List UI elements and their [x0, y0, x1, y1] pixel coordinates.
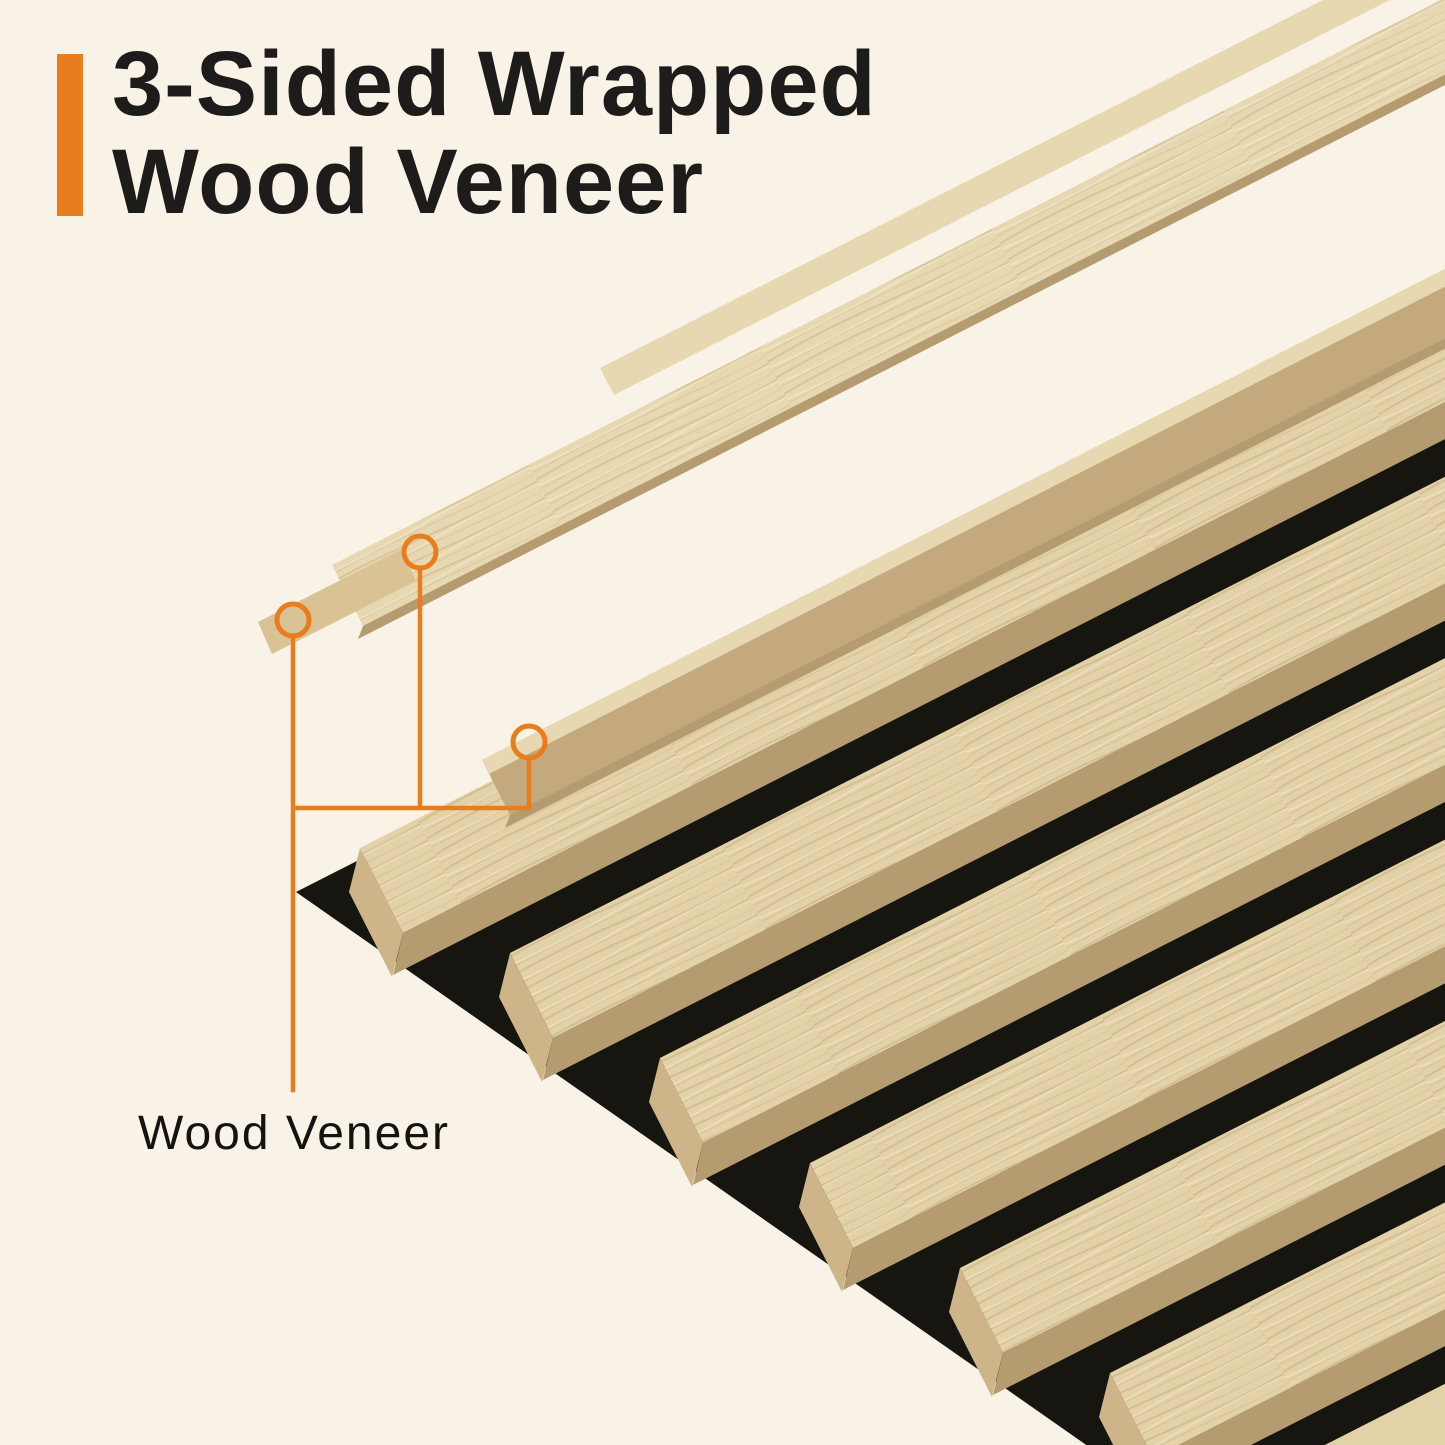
slat-core-veneer-edge	[482, 269, 1445, 774]
wood-slat-end	[1099, 1373, 1147, 1445]
wood-slat-end	[949, 1268, 1003, 1397]
wood-slat-end	[799, 1163, 853, 1292]
page-title: 3-Sided Wrapped Wood Veneer	[112, 33, 877, 233]
slat-core-bottom-edge	[505, 338, 1445, 828]
slat-core-strip	[482, 269, 1445, 828]
callout-marker	[401, 533, 439, 571]
floating-veneer-strips	[258, 0, 1445, 828]
wood-slat-top	[1324, 1383, 1445, 1445]
wood-slat-side	[843, 946, 1445, 1290]
veneer-top-sheet	[332, 0, 1445, 639]
veneer-sheet-grain	[332, 0, 1445, 626]
callout-marker	[510, 723, 548, 761]
callout-connector-line	[290, 565, 532, 1093]
wood-slat-side	[993, 1127, 1445, 1395]
callout-marker	[274, 601, 312, 639]
callout-label: Wood Veneer	[138, 1107, 450, 1160]
veneer-sheet-bottom-edge	[358, 74, 1445, 639]
page-title-line2: Wood Veneer	[112, 130, 705, 233]
wood-slat-end	[499, 953, 553, 1082]
wood-slat-side	[693, 765, 1445, 1185]
slat-side-faces	[393, 402, 1445, 1445]
page-title-line1: 3-Sided Wrapped	[112, 33, 877, 135]
wood-slat-end	[349, 848, 403, 977]
slat-end-faces	[349, 848, 1147, 1445]
title-block: 3-Sided Wrapped Wood Veneer	[112, 33, 877, 233]
veneer-side-strip	[600, 0, 1390, 395]
wood-slat-side	[393, 402, 1445, 975]
callout-graphics	[274, 533, 548, 1093]
title-accent-bar	[57, 54, 83, 216]
veneer-fold-flap	[258, 549, 416, 654]
wood-slat-end	[649, 1058, 703, 1187]
wood-slat-side	[543, 583, 1445, 1080]
